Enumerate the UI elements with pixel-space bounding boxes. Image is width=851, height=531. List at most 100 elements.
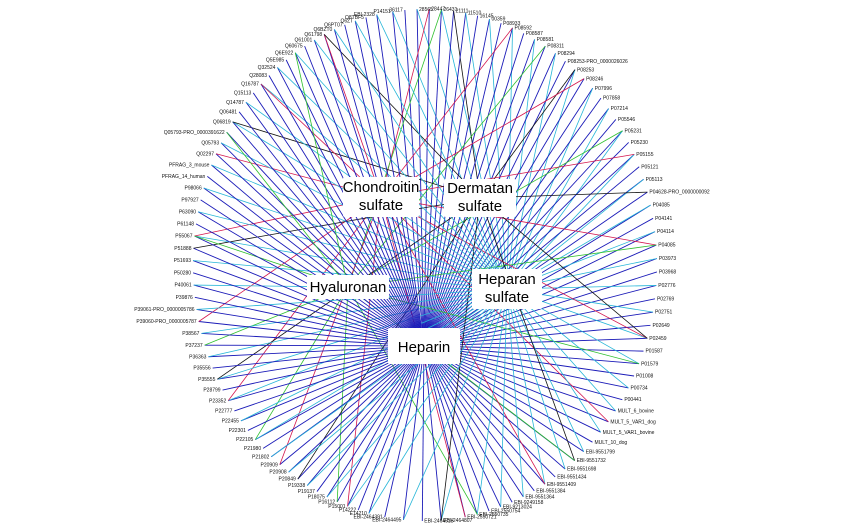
node-label[interactable]: P08311 bbox=[547, 44, 564, 50]
node-label[interactable]: P05155 bbox=[636, 152, 653, 158]
node-label[interactable]: P04085 bbox=[653, 203, 670, 209]
node-label[interactable]: Q60675 bbox=[285, 44, 303, 50]
node-label[interactable]: Q61798 bbox=[304, 32, 322, 38]
node-label[interactable]: P38567 bbox=[182, 331, 199, 337]
node-label[interactable]: Q5E985 bbox=[266, 57, 285, 63]
node-label[interactable]: P61148 bbox=[177, 221, 194, 227]
node-label[interactable]: P04085 bbox=[658, 243, 675, 249]
node-label[interactable]: P97927 bbox=[181, 197, 198, 203]
node-label[interactable]: P51693 bbox=[174, 258, 191, 264]
node-label[interactable]: P39876 bbox=[176, 295, 193, 301]
node-label[interactable]: P02776 bbox=[658, 283, 675, 289]
node-label[interactable]: MULT_10_dog bbox=[594, 440, 627, 446]
node-label[interactable]: P20849 bbox=[279, 477, 296, 483]
node-label[interactable]: P08933 bbox=[503, 21, 520, 27]
node-label[interactable]: Q28083 bbox=[249, 73, 267, 79]
node-label[interactable]: P02769 bbox=[657, 296, 674, 302]
node-label[interactable]: EBI-9551732 bbox=[577, 458, 606, 464]
node-label[interactable]: P22301 bbox=[229, 428, 246, 434]
node-label[interactable]: EBI-9213024 bbox=[503, 505, 532, 511]
node-label[interactable]: Q6PT07 bbox=[324, 22, 343, 28]
node-label[interactable]: EBI-2464807 bbox=[443, 518, 472, 524]
node-label[interactable]: EBI-2328 bbox=[354, 12, 375, 18]
node-label[interactable]: EBI-9551434 bbox=[557, 474, 586, 480]
node-label[interactable]: EBI-9551698 bbox=[567, 467, 596, 473]
node-label[interactable]: P39061-PRO_0000005786 bbox=[134, 307, 195, 313]
node-label[interactable]: Q14787 bbox=[226, 100, 244, 106]
node-label[interactable]: EBI-9551409 bbox=[547, 482, 576, 488]
node-label[interactable]: 21111 bbox=[456, 9, 469, 15]
node-label[interactable]: P21980 bbox=[244, 446, 261, 452]
node-label[interactable]: Q32524 bbox=[258, 65, 276, 71]
node-label[interactable]: 28447 bbox=[431, 7, 445, 13]
node-label[interactable]: P08253-PRO_0000026026 bbox=[567, 59, 628, 65]
node-label[interactable]: P00441 bbox=[624, 397, 641, 403]
node-label[interactable]: Q6E922 bbox=[275, 50, 294, 56]
node-label[interactable]: Q06481 bbox=[219, 109, 237, 115]
node-label[interactable]: P20909 bbox=[261, 462, 278, 468]
node-label[interactable]: PFRAG_14_human bbox=[162, 174, 206, 180]
hub-heparin[interactable]: Heparin bbox=[388, 328, 460, 364]
node-label[interactable]: E14210 bbox=[350, 511, 367, 517]
node-label[interactable]: 36117 bbox=[389, 8, 403, 14]
node-label[interactable]: P08294 bbox=[558, 51, 575, 57]
node-label[interactable]: P39060-PRO_0000005787 bbox=[136, 319, 197, 325]
hub-dermatan-sulfate[interactable]: Dermatan sulfate bbox=[444, 179, 516, 217]
node-label[interactable]: P50280 bbox=[174, 270, 191, 276]
node-label[interactable]: P14222 bbox=[339, 508, 356, 514]
node-label[interactable]: P03973 bbox=[659, 256, 676, 262]
node-label[interactable]: P18075 bbox=[308, 495, 325, 501]
node-label[interactable]: P40061 bbox=[174, 283, 191, 289]
node-label[interactable]: PFRAG_3_mouse bbox=[169, 163, 210, 169]
node-label[interactable]: P28799 bbox=[203, 388, 220, 394]
node-label[interactable]: 00359 bbox=[491, 17, 505, 23]
node-label[interactable]: P23352 bbox=[209, 398, 226, 404]
node-label[interactable]: 16145 bbox=[480, 13, 494, 19]
node-label[interactable]: P07996 bbox=[595, 86, 612, 92]
node-label[interactable]: P22777 bbox=[215, 409, 232, 415]
node-label[interactable]: Q6ZT bbox=[340, 18, 353, 24]
node-label[interactable]: EBI-2464391 bbox=[354, 515, 383, 521]
node-label[interactable]: P36363 bbox=[189, 354, 206, 360]
hub-hyaluronan[interactable]: Hyaluronan bbox=[307, 275, 389, 299]
node-label[interactable]: P01008 bbox=[636, 374, 653, 380]
node-label[interactable]: P14151 bbox=[373, 9, 390, 15]
node-label[interactable]: P08587 bbox=[526, 31, 543, 37]
node-label[interactable]: P02751 bbox=[655, 310, 672, 316]
node-label[interactable]: P01579 bbox=[641, 361, 658, 367]
node-label[interactable]: P19338 bbox=[288, 483, 305, 489]
node-label[interactable]: P05231 bbox=[625, 128, 642, 134]
node-label[interactable]: P02459 bbox=[649, 336, 666, 342]
node-label[interactable]: EBI-2550721 bbox=[467, 515, 496, 521]
node-label[interactable]: Q05793 bbox=[201, 140, 219, 146]
hub-heparan-sulfate[interactable]: Heparan sulfate bbox=[472, 269, 542, 309]
node-label[interactable]: P98066 bbox=[184, 186, 201, 192]
node-label[interactable]: P63090 bbox=[179, 209, 196, 215]
node-label[interactable]: P08581 bbox=[537, 37, 554, 43]
hub-chondroitin-sulfate[interactable]: Chondroitin sulfate bbox=[343, 177, 420, 217]
node-label[interactable]: P04628-PRO_0000000092 bbox=[649, 190, 710, 196]
node-label[interactable]: P04114 bbox=[657, 229, 674, 235]
node-label[interactable]: EBI-9551364 bbox=[525, 494, 554, 500]
node-label[interactable]: P15001 bbox=[328, 504, 345, 510]
node-label[interactable]: 28565 bbox=[419, 7, 433, 13]
node-label[interactable]: 11510 bbox=[468, 11, 482, 17]
node-label[interactable]: MULT_5_VAR1_bovine bbox=[603, 430, 655, 436]
node-label[interactable]: Q15113 bbox=[234, 90, 252, 96]
node-label[interactable]: P05546 bbox=[618, 117, 635, 123]
node-label[interactable]: MULT_5_VAR1_dog bbox=[610, 419, 656, 425]
node-label[interactable]: P55067 bbox=[175, 234, 192, 240]
node-label[interactable]: P08253 bbox=[577, 67, 594, 73]
node-label[interactable]: P02649 bbox=[652, 323, 669, 329]
node-label[interactable]: Q05793-PRO_0000391622 bbox=[164, 130, 225, 136]
node-label[interactable]: P51888 bbox=[174, 246, 191, 252]
node-label[interactable]: MULT_6_bovine bbox=[618, 409, 655, 415]
node-label[interactable]: P08246 bbox=[586, 76, 603, 82]
node-label[interactable]: P08592 bbox=[515, 26, 532, 32]
node-label[interactable]: Q8TBF5 bbox=[345, 15, 364, 21]
node-label[interactable]: P01587 bbox=[645, 349, 662, 355]
node-label[interactable]: Q16787 bbox=[241, 82, 259, 88]
node-label[interactable]: P35556 bbox=[193, 366, 210, 372]
node-label[interactable]: EBI-9551799 bbox=[586, 449, 615, 455]
node-label[interactable]: EBI-9551384 bbox=[536, 488, 565, 494]
